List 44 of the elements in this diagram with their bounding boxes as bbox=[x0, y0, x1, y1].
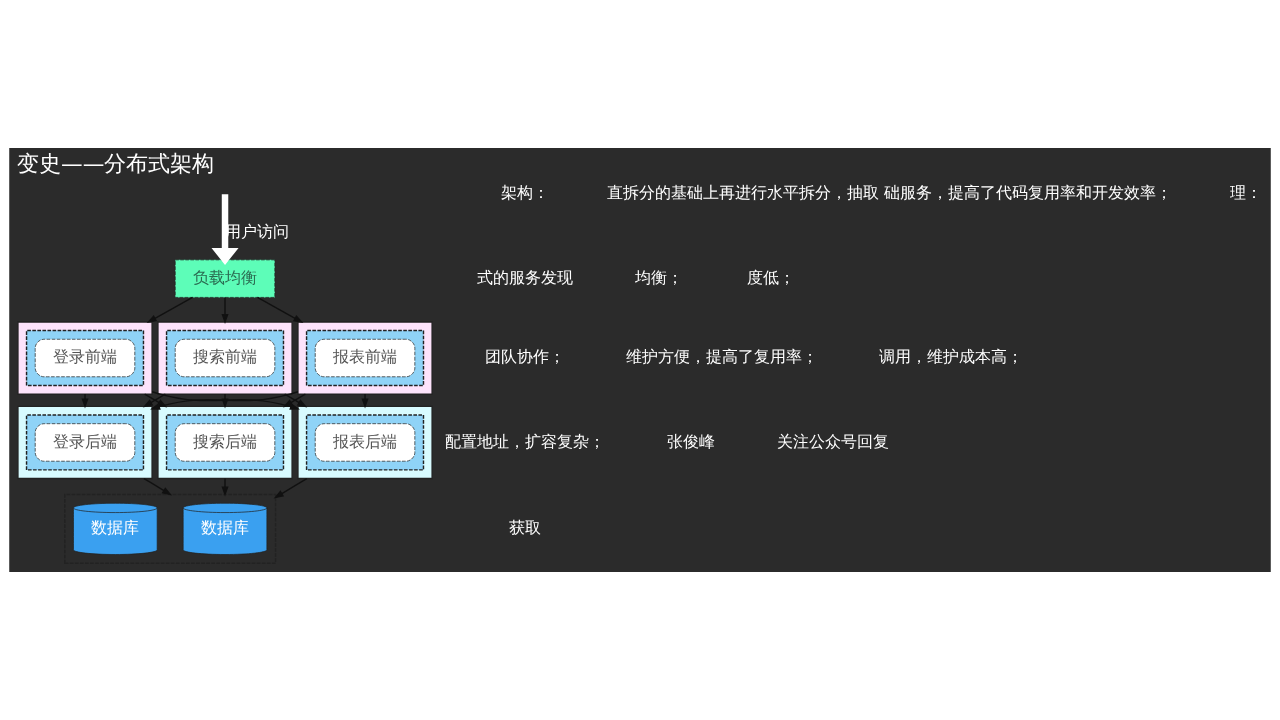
cluster bbox=[305, 414, 425, 471]
arrow bbox=[81, 393, 89, 409]
node-box: 负载均衡 bbox=[174, 259, 276, 298]
arrow bbox=[221, 296, 229, 325]
label: 获取 bbox=[509, 517, 542, 537]
label: 均衡； bbox=[635, 267, 684, 287]
node-box: 登录后端 bbox=[34, 423, 136, 462]
node-box: 登录前端 bbox=[34, 338, 136, 378]
label: 直拆分的基础上再进行水平拆分，抽取 础服务，提高了代码复用率和开发效率； bbox=[607, 182, 1173, 202]
cluster bbox=[157, 405, 293, 480]
diagram-title: 变史——分布式架构 bbox=[17, 151, 215, 177]
label: 关注公众号回复 bbox=[777, 431, 890, 451]
arrow bbox=[361, 393, 369, 409]
cluster bbox=[25, 329, 145, 387]
cluster bbox=[25, 414, 145, 471]
label: 配置地址，扩容复杂； bbox=[445, 431, 606, 451]
label: 团队协作； bbox=[485, 347, 566, 367]
cluster bbox=[64, 493, 277, 565]
node-box: 搜索前端 bbox=[174, 338, 276, 378]
cluster bbox=[157, 321, 293, 395]
cluster bbox=[305, 329, 425, 387]
cluster bbox=[165, 329, 285, 387]
arrow bbox=[256, 296, 304, 323]
label: 张俊峰 bbox=[667, 431, 716, 451]
label: 理： bbox=[1230, 182, 1263, 202]
arrow bbox=[273, 477, 308, 499]
label: 架构： bbox=[501, 182, 550, 202]
cluster bbox=[297, 405, 433, 480]
label: 调用，维护成本高； bbox=[879, 347, 1024, 367]
label: 式的服务发现 bbox=[477, 267, 574, 287]
arrow bbox=[211, 194, 239, 266]
node-box: 报表前端 bbox=[314, 338, 416, 378]
arrow bbox=[143, 477, 173, 496]
node-box: 报表后端 bbox=[314, 423, 416, 462]
cluster bbox=[17, 321, 153, 395]
cluster bbox=[165, 414, 285, 471]
label: 度低； bbox=[746, 267, 795, 287]
arrow bbox=[146, 296, 194, 323]
node-box: 搜索后端 bbox=[174, 423, 276, 462]
label: 维护方便，提高了复用率； bbox=[626, 347, 819, 367]
cluster bbox=[297, 321, 433, 395]
arrow bbox=[221, 477, 229, 497]
cluster bbox=[17, 405, 153, 480]
arrow bbox=[221, 393, 229, 409]
